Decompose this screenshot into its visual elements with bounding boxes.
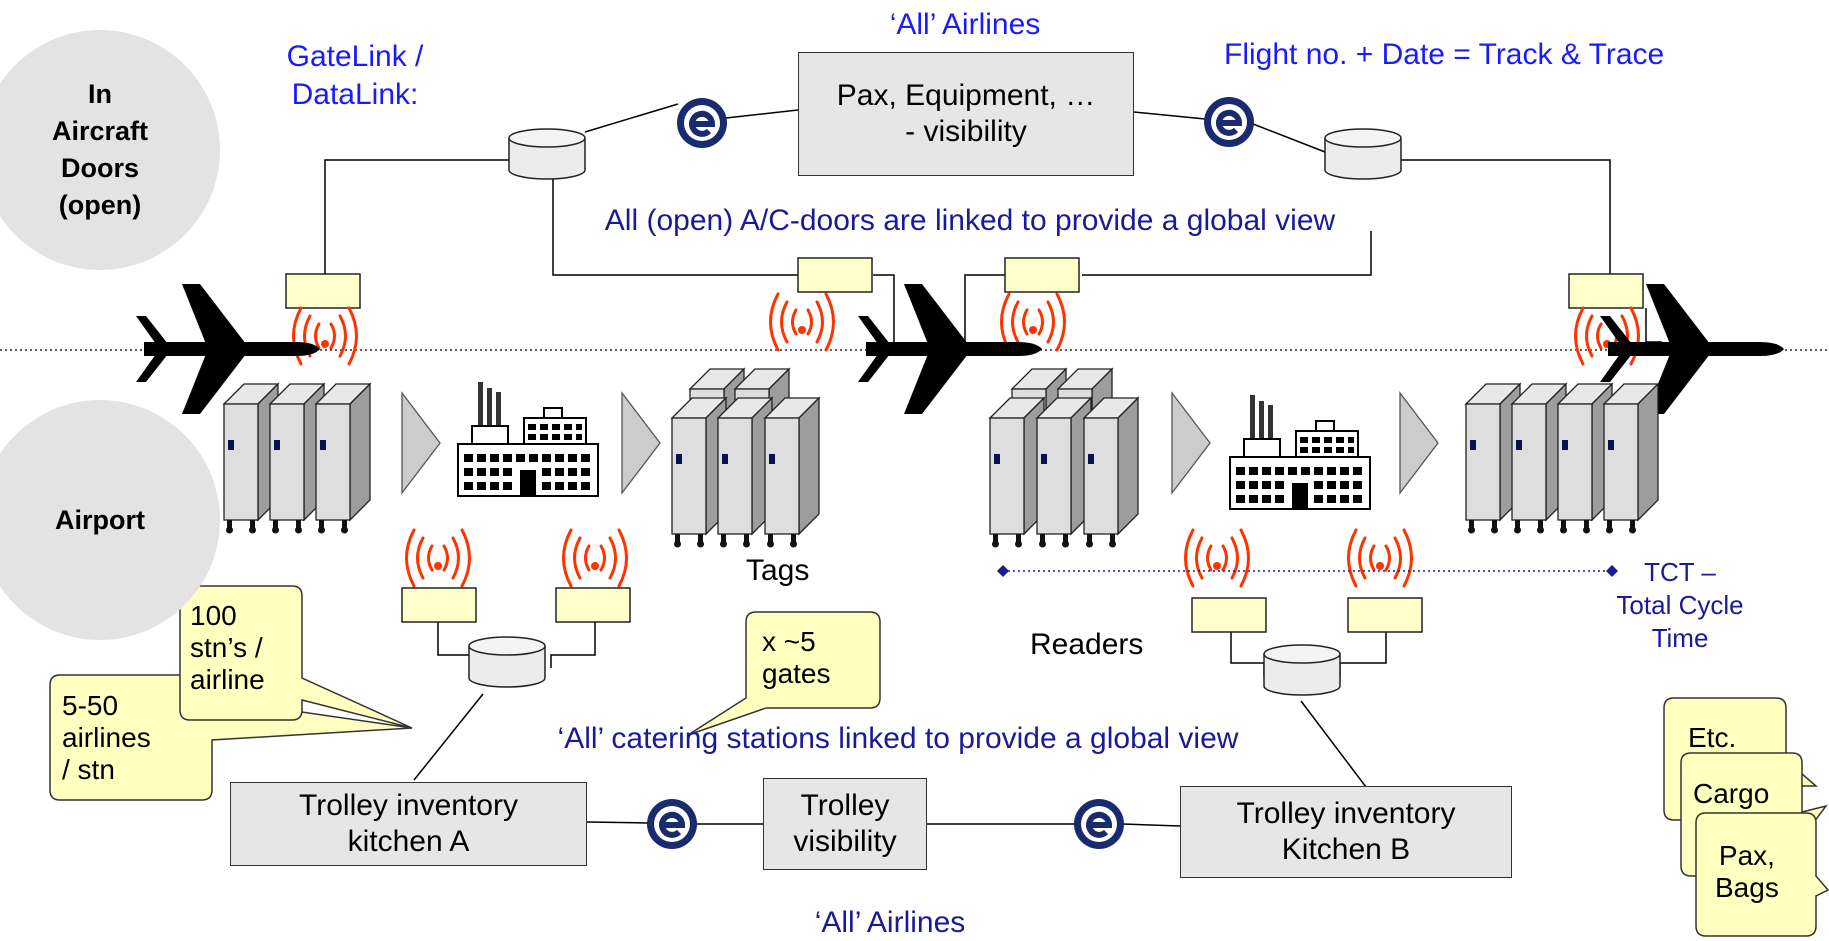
trolley-icon [1083,397,1139,549]
central-visibility-label: Pax, Equipment, … - visibility [836,79,1096,148]
flight-track-label: Flight no. + Date = Track & Trace [1224,38,1665,71]
rfid-reader-icon [797,257,873,293]
zone-airport-label: Airport [55,504,145,535]
trolley-icon [989,397,1045,549]
arrow-chevron-icon [621,392,661,494]
zone-aircraft-doors: In Aircraft Doors (open) [0,30,220,270]
kitchen-a-label: Trolley inventory kitchen A [299,789,518,858]
timeline-end-marker [1606,565,1618,577]
callout-gates [687,611,881,736]
rfid-waves-icon [769,292,835,352]
timeline-start-marker [997,565,1009,577]
top-network-lines [324,103,1662,345]
callout-pax-bags-text: Pax, Bags [1715,840,1779,903]
e-hub-icon [1204,97,1254,147]
rfid-waves-icon [1347,528,1413,588]
stations-linked-label: ‘All’ catering stations linked to provid… [557,722,1239,755]
trolley-icon [764,397,820,549]
readers-label: Readers [1030,628,1144,661]
bottom-airlines-label: ‘All’ Airlines [814,906,966,939]
trolley-icon [315,383,371,535]
rfid-reader-icon [1191,597,1267,633]
callout-shapes [49,585,1829,937]
database-icon [468,636,546,688]
kitchen-a-box: Trolley inventory kitchen A [230,782,587,866]
e-hub-icon [1074,799,1124,849]
trolley-visibility-label: Trolley visibility [793,789,897,858]
database-icon [508,128,586,180]
gatelink-label: GateLink / DataLink: [286,40,424,111]
callout-etc-text: Etc. [1688,722,1737,753]
callout-stations-per-airline-text: 100 stn’s / airline [190,600,265,695]
rfid-waves-icon [1000,292,1066,352]
trolley-icon [1603,383,1659,535]
trolley-visibility-box: Trolley visibility [763,778,927,870]
rfid-waves-icon [1184,528,1250,588]
callout-airlines-per-station-text: 5-50 airlines / stn [62,690,151,785]
callout-gates-text: x ~5 gates [762,626,831,689]
tags-label: Tags [746,554,810,587]
database-icon [1263,644,1341,696]
tct-label: TCT – Total Cycle Time [1616,557,1744,653]
rfid-reader-icon [1347,597,1423,633]
trolley-icon [1036,397,1092,549]
e-hub-icon [677,98,727,148]
central-visibility-box: Pax, Equipment, … - visibility [798,52,1134,176]
zone-airport: Airport [0,400,220,640]
e-hub-icon [647,799,697,849]
zone-aircraft-doors-label: In Aircraft Doors (open) [51,79,149,220]
arrow-chevron-icon [1171,392,1211,494]
doors-linked-label: All (open) A/C-doors are linked to provi… [604,204,1336,237]
callout-airlines-per-station [49,674,413,801]
arrow-chevron-icon [401,392,441,494]
rfid-reader-icon [1004,257,1080,293]
kitchen-b-label: Trolley inventory Kitchen B [1236,797,1456,866]
callout-pax-bags [1695,812,1829,937]
rfid-reader-icon [285,273,361,309]
factory-icon [1229,394,1371,510]
database-icon [1324,128,1402,180]
trolley-icon [717,397,773,549]
rfid-reader-icon [555,587,631,623]
factory-icon [457,381,599,497]
kitchen-b-box: Trolley inventory Kitchen B [1180,786,1512,878]
callout-cargo-text: Cargo [1693,778,1770,809]
rfid-reader-icon [401,587,477,623]
rfid-waves-icon [405,528,471,588]
top-airlines-label: ‘All’ Airlines [889,8,1041,41]
arrow-chevron-icon [1399,392,1439,494]
rfid-reader-icon [1568,273,1644,309]
rfid-waves-icon [562,528,628,588]
